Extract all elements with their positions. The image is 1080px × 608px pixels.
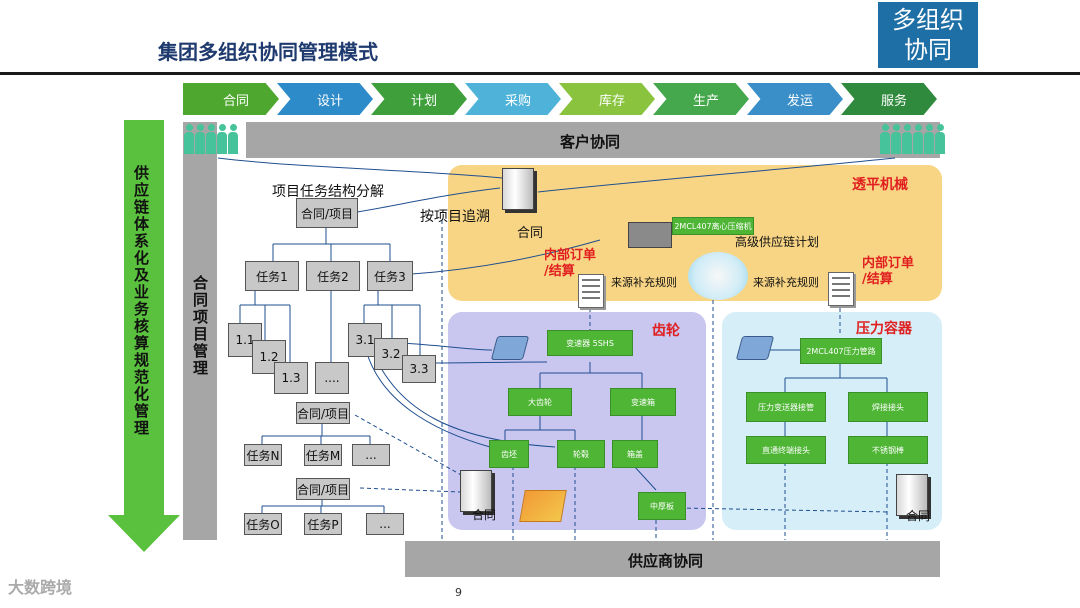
gear-node-transmission: 变速器 5SHS [547,330,633,356]
contract-document-icon [502,168,534,210]
supply-rule-label-left: 来源补充规则 [611,276,677,289]
process-step-1: 合同 [183,83,279,115]
wbs-title: 项目任务结构分解 [272,184,384,200]
internal-order-right-line1: 内部订单 [862,256,915,271]
badge-line1: 多组织 [892,6,964,34]
trace-by-project-label: 按项目追溯 [420,209,490,225]
supplier-collab-label: 供应商协同 [628,552,704,570]
watermark: 大数跨境 [8,578,73,597]
advanced-supply-plan-label: 高级供应链计划 [735,235,820,249]
internal-order-left-line1: 内部订单 [544,248,597,263]
gear-org-server-icon [490,336,530,360]
contract-label-left: 合同 [472,508,497,522]
process-step-label: 合同 [222,93,249,109]
pv-node-weld-joint: 焊接接头 [848,392,928,422]
slide-title: 集团多组织协同管理模式 [158,40,378,64]
internal-order-label-left: 内部订单 /结算 [544,248,596,280]
left-down-arrow [108,120,180,552]
contract-project-bar [183,122,217,540]
org-label-gear: 齿轮 [652,323,680,339]
order-list-icon-right [828,272,854,306]
process-step-5: 库存 [559,83,655,115]
process-step-label: 发运 [786,93,813,109]
process-step-label: 生产 [692,93,719,109]
product-boxes-icon [519,490,567,522]
task-node-n: 任务N [244,444,282,466]
supplier-collab-bar [405,541,940,577]
process-step-2: 设计 [277,83,373,115]
supply-chain-norms-label: 供应链体系化及业务核算规范化管理 [132,165,150,437]
pv-node-piping: 2MCL407压力管路 [800,338,882,364]
gear-node-cover: 箱盖 [612,440,658,468]
process-step-7: 发运 [747,83,843,115]
badge-line2: 协同 [904,36,952,64]
contract-label-right: 合同 [906,509,931,523]
factory-building-icon [628,222,672,248]
gear-node-plate: 中厚板 [638,492,686,520]
gear-node-gearbox: 变速箱 [610,388,676,416]
process-step-label: 采购 [504,93,531,109]
pv-node-transmitter-pipe: 压力变送器接管 [746,392,826,422]
slide-badge: 多组织 协同 [878,2,978,68]
process-step-label: 服务 [880,93,907,109]
wbs-root-node-2: 合同/项目 [296,402,350,424]
org-label-turbine: 透平机械 [852,177,908,193]
task-node-2: 任务2 [306,261,360,291]
contract-document-icon-right [896,474,928,516]
customer-people-icon-left [184,124,238,154]
header-divider [0,72,1080,75]
process-step-3: 计划 [371,83,467,115]
supply-rule-label-right: 来源补充规则 [753,276,819,289]
gear-node-blank: 齿坯 [489,440,529,468]
org-label-pressure-vessel: 压力容器 [856,321,912,337]
task-node-more-2: ... [366,513,404,535]
wbs-root-node-3: 合同/项目 [296,478,350,500]
process-step-label: 库存 [598,93,625,109]
process-step-4: 采购 [465,83,561,115]
customer-people-icon-right [880,124,945,154]
process-step-label: 设计 [316,93,343,109]
subtask-3-3: 3.3 [402,355,436,383]
contract-project-label: 合同项目管理 [191,275,209,377]
process-step-8: 服务 [841,83,937,115]
pv-node-terminal-joint: 直通终端接头 [746,436,826,464]
task-node-m: 任务M [304,444,342,466]
subtask-1-3: 1.3 [274,362,308,394]
task-node-o: 任务O [244,513,282,535]
subtask-ellipsis: .... [315,362,349,394]
task-node-3: 任务3 [367,261,413,291]
customer-collab-label: 客户协同 [560,133,621,151]
plant-turbine-node: 2MCL407离心压缩机 [672,217,754,235]
process-step-label: 计划 [410,93,437,109]
gear-node-large-gear: 大齿轮 [508,388,572,416]
pv-node-steel-bar: 不锈钢棒 [848,436,928,464]
process-step-6: 生产 [653,83,749,115]
internal-order-right-line2: /结算 [862,272,893,287]
internal-order-left-line2: /结算 [544,264,575,279]
contract-document-icon-left [460,470,492,512]
network-cloud-icon [688,252,748,300]
pressure-org-server-icon [735,336,775,360]
order-list-icon-left [578,274,604,308]
task-node-more-1: ... [352,444,390,466]
contract-label-top: 合同 [517,226,544,241]
task-node-p: 任务P [304,513,342,535]
page-number: 9 [455,586,462,599]
task-node-1: 任务1 [245,261,299,291]
gear-node-hub: 轮毂 [557,440,605,468]
wbs-root-node: 合同/项目 [296,198,358,228]
customer-collab-bar [246,122,940,158]
internal-order-label-right: 内部订单 /结算 [862,256,914,288]
